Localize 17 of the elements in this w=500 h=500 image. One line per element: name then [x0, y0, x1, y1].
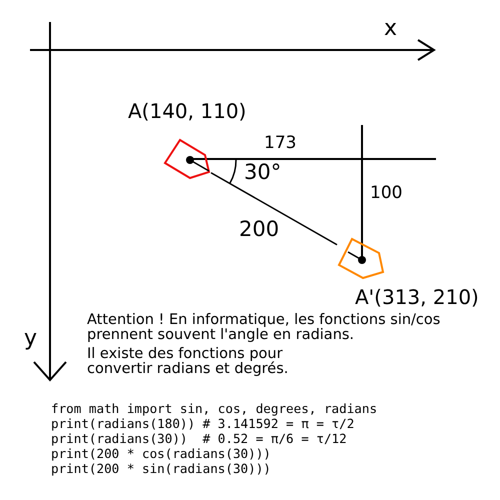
axis-label: x [384, 18, 398, 40]
pentagon-shape [337, 237, 385, 280]
note-text: Il existe des fonctions pour convertir radians et degrés. [87, 347, 290, 376]
axis-label: y [24, 328, 38, 350]
point-label: A'(313, 210) [355, 285, 479, 310]
measure-label: 173 [264, 135, 296, 152]
pentagon-shape [163, 138, 211, 180]
point-label: A(140, 110) [128, 99, 246, 124]
code-line: print(radians(30)) # 0.52 = π/6 = τ/12 [51, 431, 348, 446]
measure-label: 30° [244, 162, 282, 183]
code-line: print(radians(180)) # 3.141592 = π = τ/2 [51, 416, 356, 431]
code-line: print(200 * cos(radians(30))) [51, 446, 272, 461]
measure-label: 100 [370, 185, 402, 202]
code-line: from math import sin, cos, degrees, radians [51, 401, 378, 416]
code-line: print(200 * sin(radians(30))) [51, 461, 272, 476]
connector-line [210, 172, 338, 246]
note-text: Attention ! En informatique, les fonctions sin/cos prennent souvent l'angle en radians. [87, 313, 442, 342]
